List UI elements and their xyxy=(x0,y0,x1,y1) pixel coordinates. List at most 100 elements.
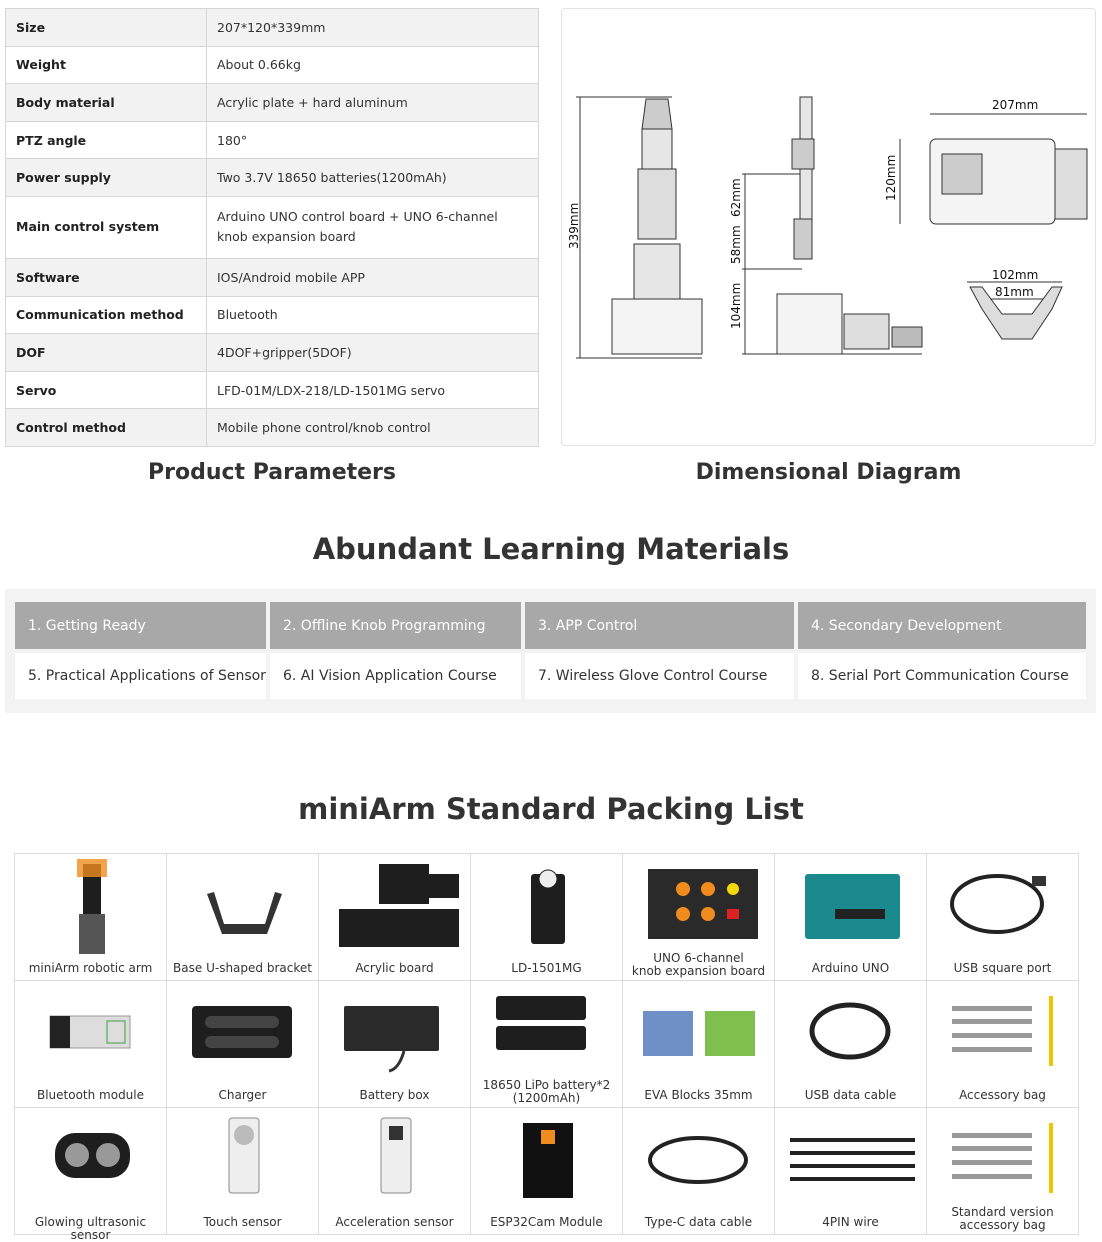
packing-item-label: Bluetooth module xyxy=(36,1088,145,1102)
packing-item-label: ESP32Cam Module xyxy=(490,1215,603,1229)
learning-item[interactable]: 5. Practical Applications of Sensor xyxy=(15,653,266,699)
wire-icon xyxy=(790,1138,915,1181)
servo-icon xyxy=(531,869,565,944)
learning-item[interactable]: 1. Getting Ready xyxy=(15,602,266,649)
packing-item: ESP32Cam Module xyxy=(470,1107,623,1235)
param-key: PTZ angle xyxy=(5,120,207,160)
param-value: LFD-01M/LDX-218/LD-1501MG servo xyxy=(206,370,539,410)
esp32cam-icon xyxy=(523,1123,573,1198)
param-value: Mobile phone control/knob control xyxy=(206,408,539,447)
learning-item[interactable]: 8. Serial Port Communication Course xyxy=(798,653,1086,699)
acrylic-board-icon xyxy=(339,864,459,947)
packing-item: Touch sensor xyxy=(166,1107,319,1235)
packing-item: Acceleration sensor xyxy=(318,1107,471,1235)
packing-item: USB data cable xyxy=(774,980,927,1108)
acceleration-sensor-icon xyxy=(380,1117,412,1194)
dim-mid-label: 58mm xyxy=(729,225,743,264)
accessory-bag-icon xyxy=(952,996,1053,1066)
packing-item-label: Base U-shaped bracket xyxy=(173,961,312,975)
packing-item: Charger xyxy=(166,980,319,1108)
packing-item-label: USB square port xyxy=(953,961,1052,975)
usb-cable-icon xyxy=(950,874,1046,934)
param-key: Main control system xyxy=(5,195,207,259)
knob-board-icon xyxy=(648,869,758,939)
packing-item-label: USB data cable xyxy=(804,1088,897,1102)
param-key: Software xyxy=(5,257,207,297)
bracket-icon xyxy=(207,892,282,934)
param-value: 4DOF+gripper(5DOF) xyxy=(206,333,539,372)
charger-icon xyxy=(192,1006,292,1058)
packing-item-label: Arduino UNO xyxy=(811,961,890,975)
packing-item: Battery box xyxy=(318,980,471,1108)
packing-item: Acrylic board xyxy=(318,853,471,981)
packing-item-label: Touch sensor xyxy=(203,1215,282,1229)
packing-item-label: Standard version accessory bag xyxy=(951,1205,1054,1232)
ultrasonic-sensor-icon xyxy=(55,1133,130,1178)
bluetooth-module-icon xyxy=(49,1015,131,1049)
arduino-icon xyxy=(805,874,900,939)
accessory-bag-icon xyxy=(952,1123,1053,1193)
dim-upper-label: 62mm xyxy=(729,178,743,217)
dim-height-label: 339mm xyxy=(567,203,581,249)
dim-lower-label: 104mm xyxy=(729,283,743,329)
param-value: Acrylic plate + hard aluminum xyxy=(206,83,539,122)
learning-item[interactable]: 2. Offline Knob Programming xyxy=(270,602,521,649)
packing-item: Base U-shaped bracket xyxy=(166,853,319,981)
packing-item-label: LD-1501MG xyxy=(511,961,582,975)
packing-item: 18650 LiPo battery*2 (1200mAh) xyxy=(470,980,623,1108)
packing-item-label: Type-C data cable xyxy=(644,1215,753,1229)
packing-item-label: Glowing ultrasonic sensor xyxy=(34,1215,147,1242)
eva-blocks-icon xyxy=(643,1011,755,1056)
param-value: IOS/Android mobile APP xyxy=(206,257,539,297)
param-key: Size xyxy=(5,8,207,47)
packing-item-label: Acceleration sensor xyxy=(335,1215,454,1229)
param-key: DOF xyxy=(5,333,207,372)
packing-item: LD-1501MG xyxy=(470,853,623,981)
packing-item: Standard version accessory bag xyxy=(926,1107,1079,1235)
packing-item-label: Acrylic board xyxy=(355,961,434,975)
learning-item[interactable]: 7. Wireless Glove Control Course xyxy=(525,653,794,699)
packing-item-label: UNO 6-channel knob expansion board xyxy=(631,951,766,978)
usb-data-cable-icon xyxy=(809,1002,891,1060)
dim-grip-open-label: 102mm xyxy=(992,268,1038,282)
learning-item[interactable]: 6. AI Vision Application Course xyxy=(270,653,521,699)
packing-item-label: Charger xyxy=(218,1088,267,1102)
param-key: Control method xyxy=(5,408,207,447)
robot-arm-icon xyxy=(77,859,107,954)
typec-cable-icon xyxy=(648,1136,748,1184)
param-key: Servo xyxy=(5,370,207,410)
packing-item-label: 4PIN wire xyxy=(822,1215,879,1229)
battery-box-icon xyxy=(344,1006,439,1073)
dim-grip-inner-label: 81mm xyxy=(995,285,1034,299)
packing-item: miniArm robotic arm xyxy=(14,853,167,981)
packing-item: Type-C data cable xyxy=(622,1107,775,1235)
packing-list-grid: miniArm robotic arm Base U-shaped bracket… xyxy=(14,853,1081,1242)
packing-item-label: miniArm robotic arm xyxy=(28,961,153,975)
dimensional-diagram: 339mm 62mm 58mm 104mm 207mm 120mm 102mm … xyxy=(561,8,1096,446)
packing-item: UNO 6-channel knob expansion board xyxy=(622,853,775,981)
touch-sensor-icon xyxy=(228,1117,260,1194)
learning-item[interactable]: 3. APP Control xyxy=(525,602,794,649)
param-value: 207*120*339mm xyxy=(206,8,539,47)
learning-item[interactable]: 4. Secondary Development xyxy=(798,602,1086,649)
param-key: Communication method xyxy=(5,295,207,335)
param-value: 180° xyxy=(206,120,539,160)
packing-item: EVA Blocks 35mm xyxy=(622,980,775,1108)
learning-materials-heading: Abundant Learning Materials xyxy=(312,532,790,566)
param-value: Arduino UNO control board + UNO 6-channe… xyxy=(206,195,539,259)
packing-item: Glowing ultrasonic sensor xyxy=(14,1107,167,1242)
dimensional-diagram-caption: Dimensional Diagram xyxy=(695,460,962,485)
battery-icon xyxy=(496,996,586,1050)
